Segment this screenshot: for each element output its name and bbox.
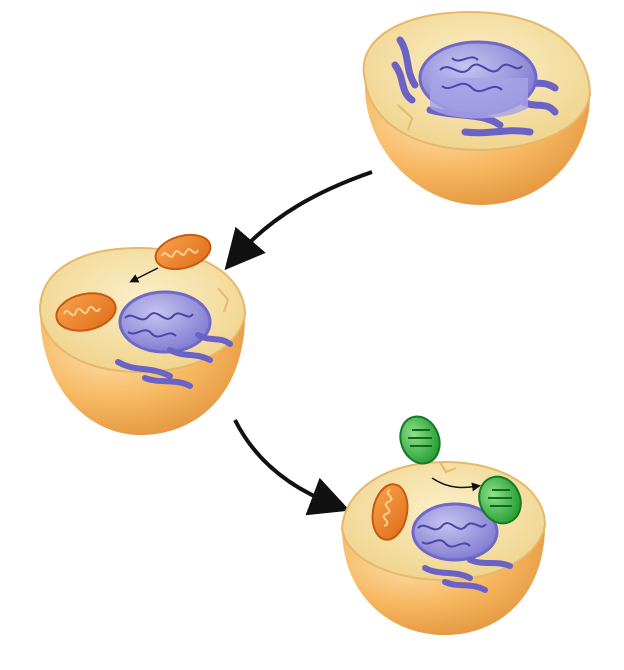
- nucleus: [118, 290, 212, 354]
- cell-engulfing-mitochondrion: [38, 233, 247, 435]
- nucleus: [411, 502, 499, 562]
- endoplasmic-reticulum: [422, 557, 513, 593]
- mitochondrion-uptake-arrow: [129, 267, 159, 283]
- mitochondrion-incoming: [154, 233, 212, 271]
- chloroplast-inside: [478, 475, 522, 525]
- ancestral-cell: [362, 10, 592, 205]
- chloroplast-uptake-arrow: [431, 477, 481, 492]
- mitochondrion-inside: [371, 483, 409, 541]
- chloroplast-incoming: [399, 415, 441, 465]
- mitochondrion-inside: [55, 292, 117, 332]
- cell-engulfing-chloroplast: [340, 415, 547, 635]
- arrow-engulf-chloroplast: [233, 419, 350, 516]
- nucleus: [418, 40, 538, 119]
- endoplasmic-reticulum: [115, 332, 233, 389]
- arrow-engulf-mitochondrion: [224, 170, 373, 271]
